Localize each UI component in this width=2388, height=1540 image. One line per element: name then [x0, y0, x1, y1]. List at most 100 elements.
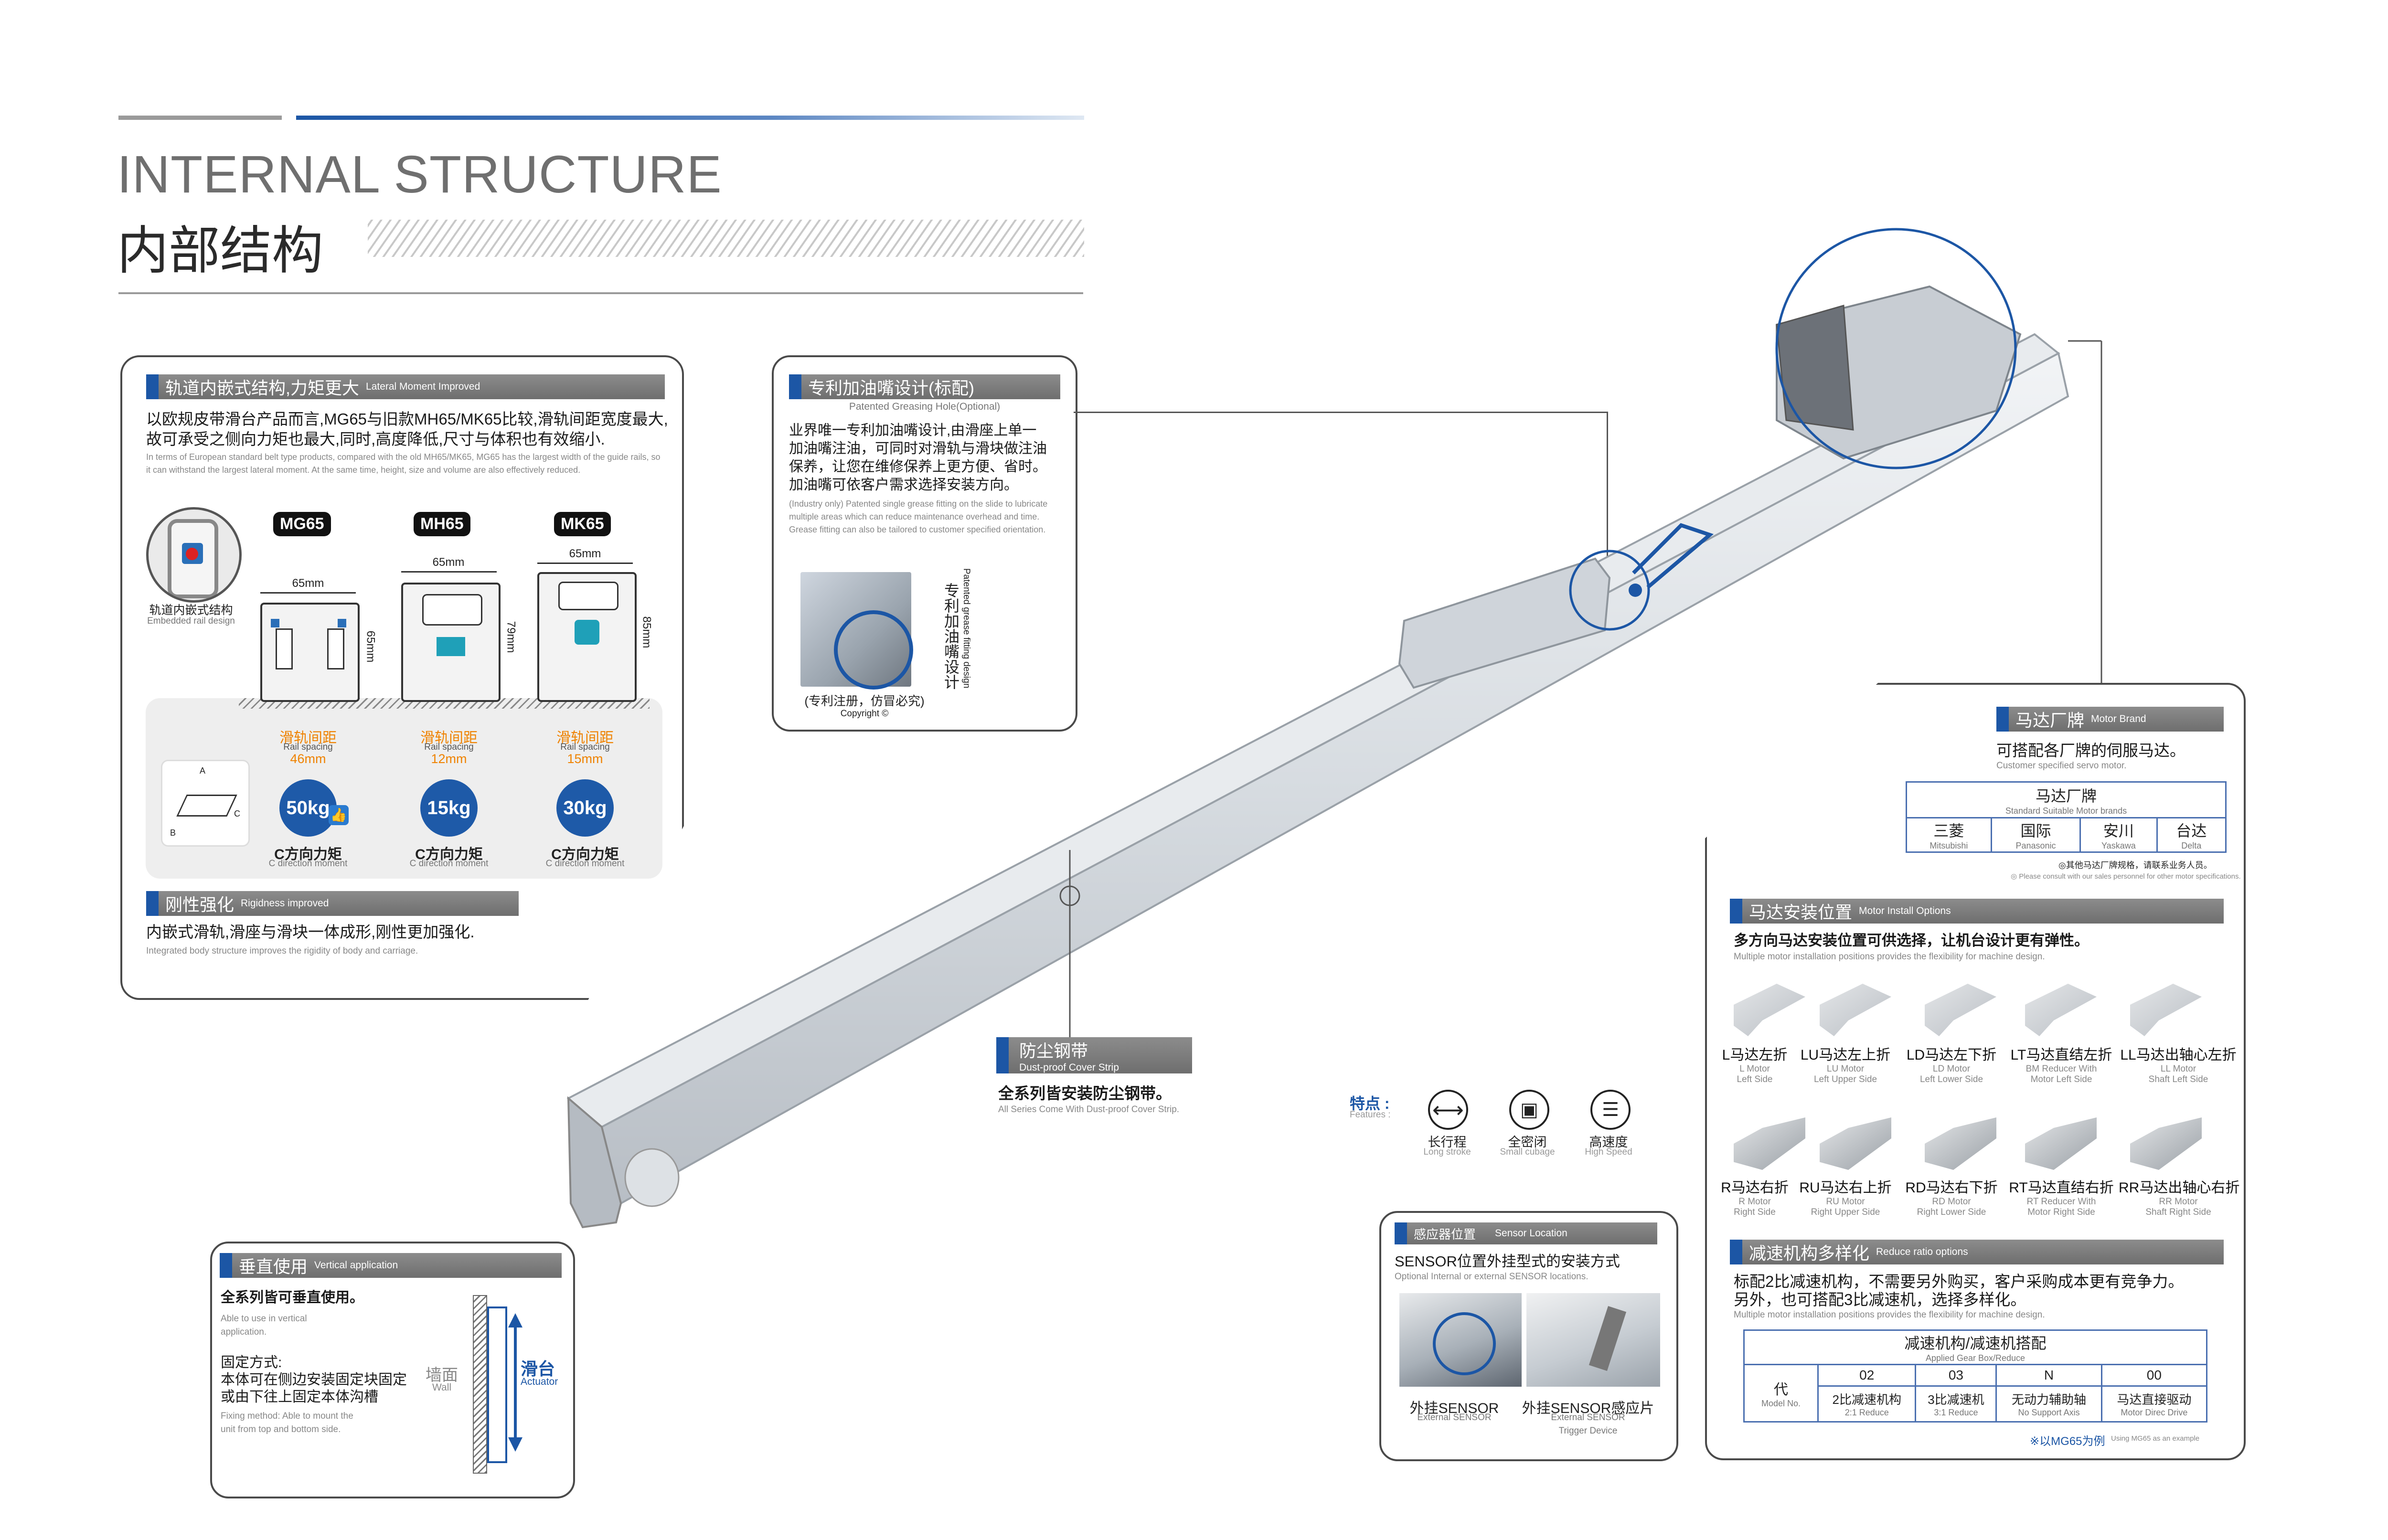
reducer-col-cn: 无动力辅助轴: [2012, 1392, 2087, 1407]
motor-brand-header: 马达厂牌 Motor Brand: [1996, 707, 2224, 732]
axis-diagram: A B C: [162, 761, 248, 845]
mg65-profile: [260, 603, 360, 702]
features-label-cn: 特点 :: [1350, 1095, 1390, 1112]
sensor-header-en: Sensor Location: [1495, 1228, 1567, 1239]
motor-lt-en1: BM Reducer With: [2026, 1064, 2097, 1074]
reducer-desc-cn-1: 标配2比减速机构，不需要另外购买，客户采购成本更有竞争力。: [1734, 1273, 2184, 1290]
vertical-fix-cn-1: 固定方式:: [221, 1355, 282, 1370]
feature-1-en: Long stroke: [1423, 1147, 1471, 1157]
reducer-note-en: Using MG65 as an example: [2111, 1434, 2200, 1443]
dust-header-cn: 防尘钢带: [1019, 1041, 1088, 1061]
embedded-label-en: Embedded rail design: [147, 616, 235, 626]
sensor-header: 感应器位置 Sensor Location: [1395, 1222, 1657, 1244]
brand-cn: 国际: [2020, 822, 2051, 839]
motor-lu-en2: Left Upper Side: [1813, 1074, 1877, 1084]
mg65-rail-l: [271, 619, 279, 627]
title-rule-blue: [296, 116, 1084, 120]
mk65-profile: [537, 572, 637, 702]
feature-2-en: Small cubage: [1500, 1147, 1555, 1157]
sensor-desc-cn: SENSOR位置外挂型式的安装方式: [1395, 1253, 1620, 1270]
brand-en: Mitsubishi: [1930, 841, 1968, 850]
motor-brand-note-cn: ◎其他马达厂牌规格，请联系业务人员。: [2058, 860, 2212, 870]
sensor-plate: [1588, 1306, 1627, 1371]
mh65-slot: [422, 594, 482, 626]
feature-3-cn: 高速度: [1589, 1135, 1628, 1149]
reducer-desc-cn-2: 另外，也可搭配3比减速机，选择多样化。: [1734, 1291, 2026, 1308]
mg65-spacing-cn: 滑轨间距: [279, 730, 337, 746]
mk65-load-badge: 30kg: [556, 779, 614, 837]
vertical-header: 垂直使用 Vertical application: [220, 1253, 562, 1278]
motor-rr-en2: Shaft Right Side: [2145, 1207, 2211, 1217]
header-accent: [789, 374, 801, 399]
greasing-side-cn: 专利加油嘴设计: [942, 583, 959, 690]
mg65-slot-r: [327, 628, 344, 669]
motor-rd-en1: RD Motor: [1932, 1197, 1971, 1207]
motor-ld-cn: LD马达左下折: [1906, 1047, 1997, 1063]
rigidity-header-en: Rigidness improved: [241, 898, 329, 909]
wall-label-cn: 墙面: [426, 1366, 458, 1384]
greasing-header-en: Patented Greasing Hole(Optional): [849, 401, 1001, 412]
motor-lu-en1: LU Motor: [1826, 1064, 1865, 1074]
mg65-width: 65mm: [292, 577, 324, 590]
vertical-desc-en: Able to use in vertical application.: [221, 1314, 307, 1337]
mk65-width: 65mm: [569, 547, 601, 560]
motor-lt-cn: LT马达直结左折: [2010, 1047, 2112, 1063]
header-accent: [1996, 707, 2009, 732]
rigidity-header-cn: 刚性强化: [165, 895, 235, 914]
greasing-desc-cn-1: 业界唯一专利加油嘴设计,由滑座上单一: [789, 423, 1037, 438]
motor-rt-cn: RT马达直结右折: [2009, 1180, 2114, 1196]
motor-brand-desc-en: Customer specified servo motor.: [1996, 761, 2127, 771]
mh65-moment-en: C direction moment: [409, 859, 489, 869]
vertical-actuator: [487, 1306, 507, 1463]
reducer-note-cn: ※以MG65为例: [2030, 1435, 2105, 1448]
title-hatch: [368, 220, 1084, 257]
greasing-zoom-circle: [1569, 550, 1650, 631]
reducer-code-cn: 代: [1774, 1382, 1788, 1398]
vertical-desc-cn: 全系列皆可垂直使用。: [221, 1290, 364, 1306]
rigidity-desc-en: Integrated body structure improves the r…: [146, 946, 418, 956]
reducer-header: 减速机构多样化 Reduce ratio options: [1730, 1240, 2224, 1264]
greasing-desc-cn-2: 加油嘴注油，可同时对滑轨与滑块做注油: [789, 441, 1047, 457]
header-accent: [1730, 899, 1742, 924]
motor-rr-en1: RR Motor: [2159, 1197, 2198, 1207]
sensor-photo-1: [1399, 1293, 1522, 1387]
mg65-width-line: [260, 592, 356, 594]
mg65-moment-cn: C方向力矩: [274, 847, 342, 862]
dust-header-accent: [996, 1037, 1009, 1073]
sensor-header-cn: 感应器位置: [1414, 1227, 1476, 1242]
mh65-load-badge: 15kg: [420, 779, 478, 837]
motor-rd-en2: Right Lower Side: [1917, 1207, 1986, 1217]
brand-en: Delta: [2181, 841, 2202, 850]
motor-install-header-cn: 马达安装位置: [1749, 903, 1853, 922]
mk65-moment-en: C direction moment: [545, 859, 625, 869]
greasing-desc-cn-3: 保养，让您在维修保养上更方便、省时。: [789, 459, 1047, 475]
reducer-table: 减速机构/减速机搭配 Applied Gear Box/Reduce 代 Mod…: [1743, 1329, 2208, 1423]
feature-2-cn: 全密闭: [1508, 1135, 1547, 1149]
motor-rr-cn: RR马达出轴心右折: [2119, 1180, 2240, 1196]
feature-1-cn: 长行程: [1428, 1135, 1467, 1149]
motor-zoom-circle: [1775, 228, 2017, 469]
sensor-cap1-cn: 外挂SENSOR: [1409, 1401, 1499, 1416]
reducer-col-en: Motor Direc Drive: [2121, 1408, 2188, 1417]
motor-brand-header-en: Motor Brand: [2091, 713, 2146, 724]
vertical-header-en: Vertical application: [314, 1260, 398, 1271]
mg65-moment-en: C direction moment: [268, 859, 348, 869]
motor-r-en1: R Motor: [1738, 1197, 1771, 1207]
lateral-header-en: Lateral Moment Improved: [366, 381, 480, 392]
reducer-code-header: 代 Model No.: [1743, 1364, 1819, 1423]
embedded-label-cn: 轨道内嵌式结构: [149, 604, 233, 617]
features-label-en: Features :: [1350, 1110, 1391, 1120]
sensor-desc-en: Optional Internal or external SENSOR loc…: [1395, 1272, 1588, 1282]
axis-c: C: [234, 809, 240, 818]
motor-install-desc-en: Multiple motor installation positions pr…: [1734, 952, 2045, 962]
motor-ll-en1: LL Motor: [2160, 1064, 2196, 1074]
